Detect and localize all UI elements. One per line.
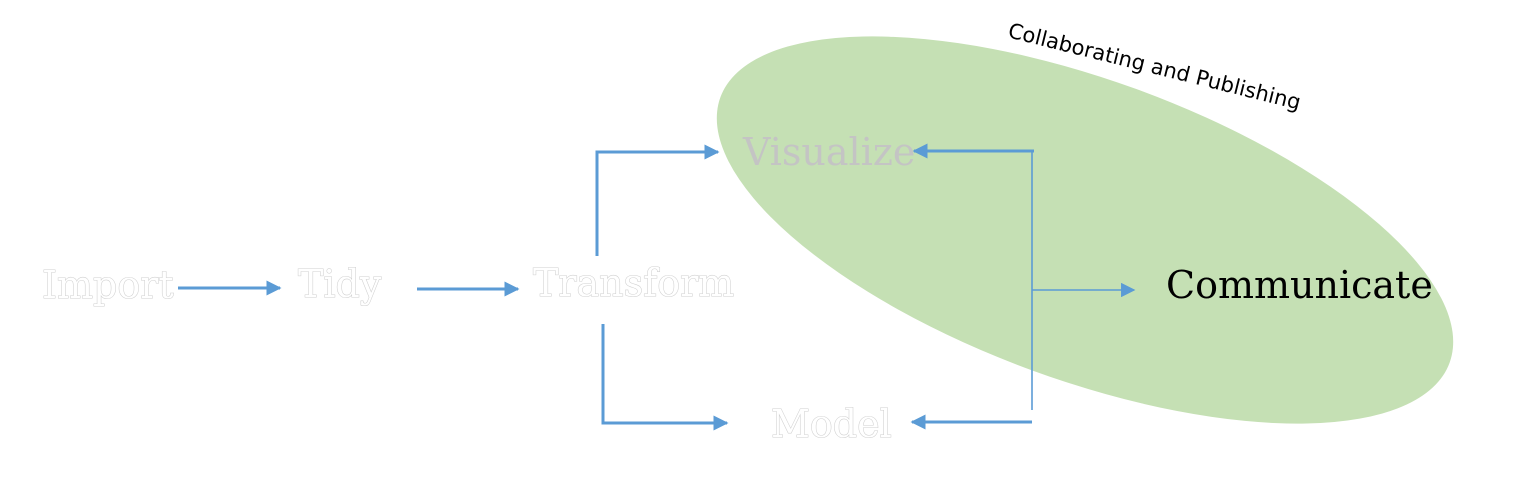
node-visualize: Visualize xyxy=(742,130,915,174)
collaborating-region-ellipse xyxy=(716,36,1454,424)
arrow-transform-to-model xyxy=(601,324,729,431)
node-model: Model xyxy=(771,402,892,446)
arrow-transform-to-visualize xyxy=(595,144,720,256)
node-communicate: Communicate xyxy=(1166,263,1433,307)
node-tidy: Tidy xyxy=(298,262,382,306)
node-import: Import xyxy=(42,263,174,307)
node-transform: Transform xyxy=(533,261,734,305)
